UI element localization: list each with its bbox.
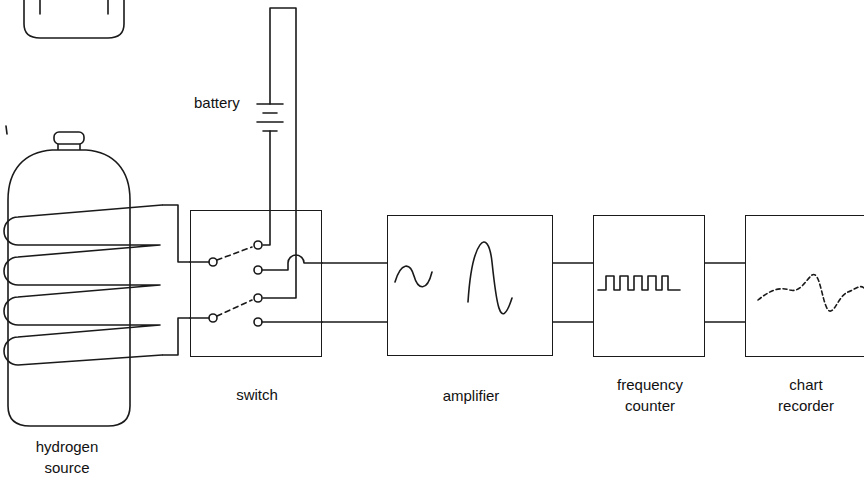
bottle-outline	[2, 130, 162, 430]
chart-trace	[758, 274, 864, 311]
bottle-neck	[58, 144, 80, 150]
bottle-fragment	[24, 0, 124, 38]
switch-wire	[190, 262, 209, 318]
bottle-fragment-detail	[40, 0, 108, 14]
bottle-body	[8, 150, 130, 426]
battery-lead	[263, 8, 296, 298]
coil	[4, 205, 162, 365]
signal-wire	[322, 263, 387, 322]
switch-contacts	[209, 241, 262, 326]
recorder-box: chart recorder	[745, 215, 864, 357]
switch-arm	[217, 247, 252, 260]
signal-wire	[162, 205, 190, 355]
gas-bottle: hydrogen source	[2, 130, 162, 430]
signal-wire	[705, 263, 745, 322]
part-label: hydrogen source	[22, 436, 112, 478]
battery-lead	[263, 131, 270, 245]
part-label: frequency counter	[605, 374, 695, 416]
signal-wire	[553, 263, 593, 322]
pivot-contact	[209, 258, 217, 266]
bottle-cap	[54, 132, 84, 144]
switch-contact	[254, 294, 262, 302]
large-sine	[468, 242, 512, 314]
switch-arm	[217, 300, 252, 316]
part-label: chart recorder	[761, 374, 851, 416]
amplifier-box: amplifier	[387, 215, 553, 356]
battery-symbol	[257, 104, 283, 131]
part-label: amplifier	[388, 385, 554, 406]
part-label: battery	[194, 92, 240, 113]
switch-contact	[254, 318, 262, 326]
switch-wire	[262, 321, 322, 323]
small-sine	[395, 266, 432, 287]
switch-contact	[254, 241, 262, 249]
square-wave	[598, 276, 680, 290]
switch-contact	[254, 266, 262, 274]
switch-wire	[262, 255, 322, 270]
switch-box: switch	[190, 210, 322, 357]
part-label: switch	[191, 384, 323, 405]
counter-box: frequency counter	[593, 215, 705, 357]
stray-mark	[6, 126, 7, 134]
pivot-contact	[209, 314, 217, 322]
